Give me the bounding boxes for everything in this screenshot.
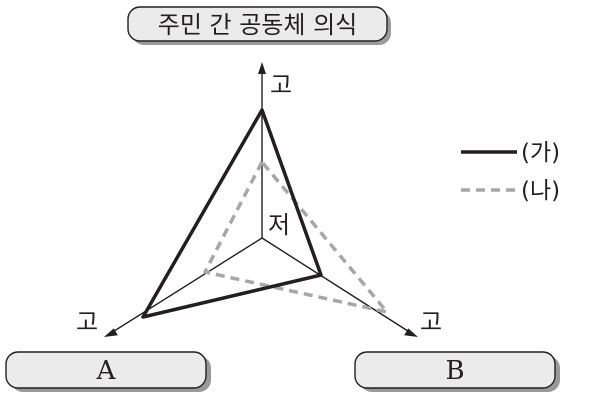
top-axis-title: 주민 간 공동체 의식	[158, 11, 358, 39]
series-na-polygon	[203, 160, 389, 314]
legend-na-label: (나)	[521, 178, 560, 204]
axis-a-title: A	[96, 356, 117, 386]
axis-b-title-box: B	[354, 351, 560, 392]
legend: (가) (나)	[461, 140, 560, 204]
top-axis-title-box: 주민 간 공동체 의식	[127, 6, 391, 45]
left-axis-line	[110, 237, 263, 334]
left-axis-arrowhead	[104, 328, 118, 337]
top-axis-high-label: 고	[270, 71, 292, 99]
center-low-label: 저	[268, 211, 290, 239]
right-axis-line	[261, 237, 412, 334]
axis-b-title: B	[445, 356, 464, 386]
axis-a-title-box: A	[5, 351, 211, 392]
legend-ga-label: (가)	[521, 140, 560, 166]
top-axis-arrowhead	[258, 62, 266, 74]
left-axis-high-label: 고	[76, 308, 98, 336]
series-ga-polygon	[141, 108, 323, 319]
right-axis-high-label: 고	[420, 308, 442, 336]
right-axis-arrowhead	[404, 328, 418, 337]
